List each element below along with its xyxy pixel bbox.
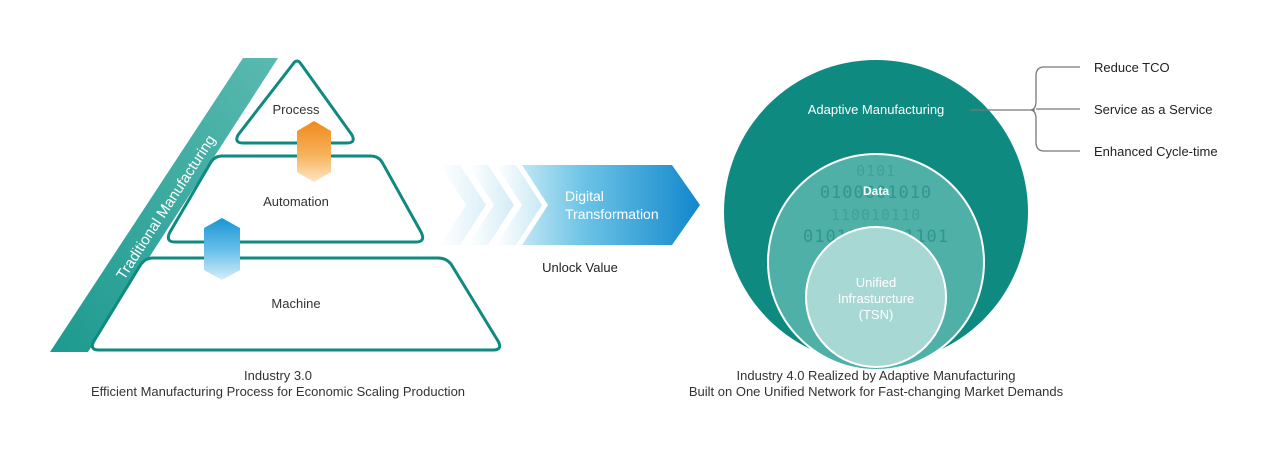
chevron-2-icon <box>468 165 514 245</box>
pyramid-tier-automation <box>166 154 425 244</box>
traditional-manufacturing-band <box>50 58 278 352</box>
unified-infrastructure-circle <box>805 226 947 368</box>
middle-circle-label: Data <box>863 184 889 198</box>
binary-row: 0100001010 <box>820 183 932 203</box>
binary-row: 0101 <box>856 162 896 180</box>
arrow-label-line1: Digital <box>565 188 604 204</box>
inner-circle-line2: Infrasturcture <box>838 291 915 306</box>
pyramid-level-process: Process <box>273 102 320 117</box>
pyramid-level-automation: Automation <box>263 194 329 209</box>
pyramid-caption-subtitle: Efficient Manufacturing Process for Econ… <box>91 384 465 399</box>
circles-group: 0101010000101011001011001011001011011001… <box>689 60 1218 399</box>
pyramid-caption-title: Industry 3.0 <box>244 368 312 383</box>
digital-transformation-arrow <box>522 165 700 245</box>
transformation-arrow-group: Digital Transformation Unlock Value <box>440 165 700 275</box>
binary-row: 110010110 <box>831 206 921 224</box>
inner-circle-line1: Unified <box>856 275 896 290</box>
chevron-1-icon <box>440 165 486 245</box>
pyramid-group: Traditional Manufacturing Process Automa… <box>50 58 502 399</box>
circles-caption-title: Industry 4.0 Realized by Adaptive Manufa… <box>737 368 1016 383</box>
unlock-value-label: Unlock Value <box>542 260 618 275</box>
outer-circle-label: Adaptive Manufacturing <box>808 102 945 117</box>
pyramid-tier-process <box>235 59 355 145</box>
inner-circle-line3: (TSN) <box>859 307 894 322</box>
circles-caption-subtitle: Built on One Unified Network for Fast-ch… <box>689 384 1064 399</box>
chevron-3-icon <box>496 165 542 245</box>
benefits-brace <box>970 66 1080 152</box>
pyramid-level-machine: Machine <box>271 296 320 311</box>
benefit-reduce-tco: Reduce TCO <box>1094 60 1170 75</box>
benefit-service-as-a-service: Service as a Service <box>1094 102 1213 117</box>
pyramid-tier-machine <box>90 256 502 352</box>
blue-hexagon-icon <box>204 218 240 280</box>
orange-hexagon-icon <box>297 121 331 182</box>
benefit-enhanced-cycle-time: Enhanced Cycle-time <box>1094 144 1218 159</box>
arrow-label-line2: Transformation <box>565 206 659 222</box>
